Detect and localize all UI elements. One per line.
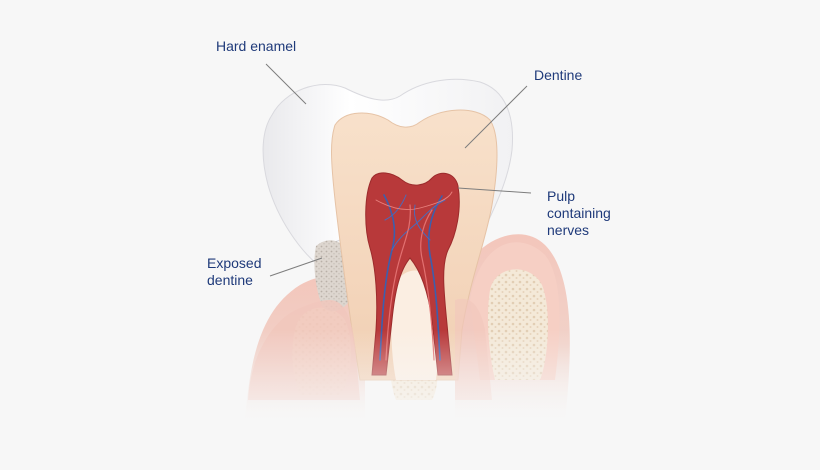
exposed-dentine-text-line-1: Exposed xyxy=(207,255,262,271)
pulp-leader-line xyxy=(457,187,532,194)
exposed-dentine-leader-line xyxy=(269,257,323,277)
pulp-text-line-1: Pulp xyxy=(547,188,576,204)
hard-enamel-text: Hard enamel xyxy=(216,38,297,54)
dentine-text: Dentine xyxy=(534,67,583,83)
pulp-text-line-3: nerves xyxy=(547,222,590,238)
dentine-label: Dentine xyxy=(534,67,582,84)
leader-lines xyxy=(265,63,532,277)
pulp-label: Pulp containing nerves xyxy=(547,188,611,239)
hard-enamel-label: Hard enamel xyxy=(216,38,296,55)
exposed-dentine-text-line-2: dentine xyxy=(207,272,253,288)
enamel-leader-line xyxy=(265,63,307,105)
exposed-dentine-label: Exposed dentine xyxy=(207,255,261,289)
pulp-text-line-2: containing xyxy=(547,205,611,221)
dentine-leader-line xyxy=(464,85,528,149)
exposed-dentine-shape xyxy=(314,240,350,312)
